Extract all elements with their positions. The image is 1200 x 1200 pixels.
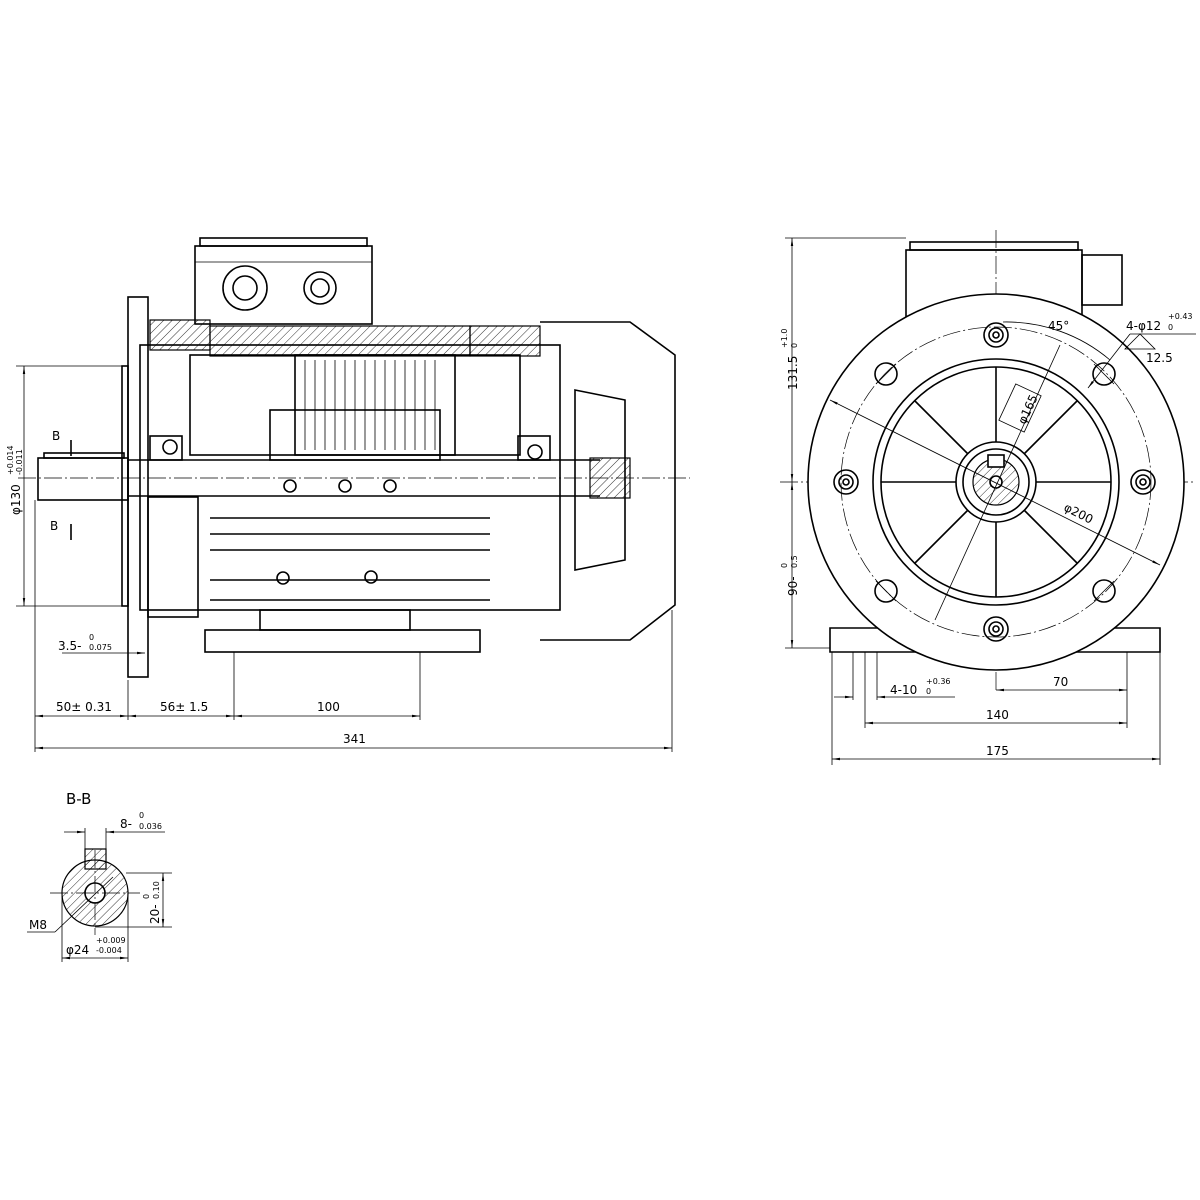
dimension-foot-offset: 56± 1.5: [160, 700, 208, 714]
dimension-flange-thickness: 3.5- 0 0.075: [58, 633, 145, 655]
svg-text:0.075: 0.075: [89, 643, 112, 652]
svg-text:0.036: 0.036: [139, 822, 162, 831]
dimension-foot-holes: 4-10: [890, 683, 917, 697]
flange-through-holes: [874, 362, 1116, 603]
dimension-half-foot-spacing: 70: [1053, 675, 1068, 689]
end-view: φ165 φ200 45° 4-φ12 +0.43 0 12.5 131.5 +…: [780, 230, 1196, 765]
key: [84, 848, 107, 870]
dimension-base-width: 175: [986, 744, 1009, 758]
rear-bearing: [517, 435, 551, 461]
dimension-shaft-length: 50± 0.31: [56, 700, 112, 714]
svg-text:0: 0: [1168, 323, 1173, 332]
end-shield-section: [149, 319, 211, 351]
svg-text:0: 0: [790, 343, 799, 348]
cable-gland: [222, 265, 268, 311]
svg-text:+0.43: +0.43: [1168, 312, 1193, 321]
dimension-overall-length: 341: [343, 732, 366, 746]
svg-text:+1.0: +1.0: [780, 329, 789, 348]
svg-text:0.10: 0.10: [152, 881, 161, 899]
dimension-foot-spacing: 140: [986, 708, 1009, 722]
dimension-axis-height: 90-: [786, 576, 800, 596]
mounting-foot: [204, 629, 481, 653]
shaft-end: [37, 457, 129, 501]
side-view: B B φ130 +0.014 -0.011 3.5- 0 0.075 50± …: [6, 237, 690, 752]
flange-spigot: [121, 365, 129, 607]
svg-text:0: 0: [89, 633, 94, 642]
dimension-shaft-diameter: φ24: [66, 943, 89, 957]
dimension-height-above-axis: 131.5: [786, 356, 800, 390]
svg-text:-0.011: -0.011: [15, 449, 24, 475]
dimension-key-width: 8-: [120, 817, 132, 831]
svg-text:+0.36: +0.36: [926, 677, 951, 686]
cable-plug: [303, 271, 337, 305]
cable-gland: [1081, 254, 1123, 306]
shaft-key: [43, 452, 125, 459]
svg-text:φ130: φ130: [9, 484, 23, 515]
svg-text:+0.014: +0.014: [6, 445, 15, 475]
terminal-box: [194, 245, 373, 325]
svg-text:3.5-: 3.5-: [58, 639, 81, 653]
rotor: [269, 409, 441, 461]
svg-text:4-φ12: 4-φ12: [1126, 319, 1161, 333]
section-mark-top: B: [52, 429, 60, 443]
svg-text:0: 0: [780, 563, 789, 568]
fan: [574, 389, 626, 571]
stator-core: [294, 354, 456, 456]
svg-text:-0.004: -0.004: [96, 946, 122, 955]
dimension-angle: 45°: [1048, 319, 1069, 333]
dimension-spigot-diameter: φ130 +0.014 -0.011: [6, 365, 122, 607]
front-bearing: [149, 435, 183, 461]
svg-text:0: 0: [926, 687, 931, 696]
frame-section: [209, 325, 471, 357]
flange-plate: [127, 296, 149, 678]
section-bb: B-B 8- 0 0.036 20- 0 0.10 M8 φ24 +0.009 …: [27, 790, 172, 962]
svg-text:0: 0: [142, 894, 151, 899]
section-mark-bottom: B: [50, 519, 58, 533]
svg-text:0: 0: [139, 811, 144, 820]
dimension-key-depth: 20-: [148, 904, 162, 924]
cooling-fins: [210, 517, 490, 601]
svg-text:0.5: 0.5: [790, 555, 799, 568]
dimension-holes: 4-φ12 +0.43 0 12.5: [1087, 312, 1196, 389]
dimension-foot-spacing: 100: [317, 700, 340, 714]
motor-frame: [139, 344, 561, 611]
svg-text:+0.009: +0.009: [96, 936, 126, 945]
svg-text:12.5: 12.5: [1146, 351, 1173, 365]
dimension-thread: M8: [29, 918, 47, 932]
section-title: B-B: [66, 790, 91, 808]
fan-cover: [540, 321, 676, 641]
